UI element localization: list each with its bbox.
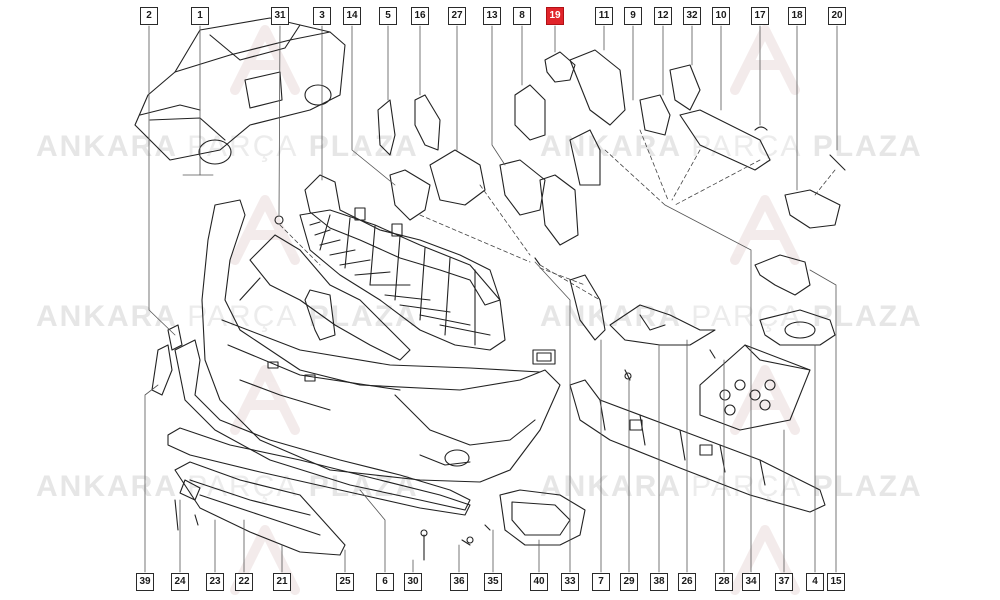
callout-part-38: 38	[650, 573, 668, 591]
grille-frame	[239, 234, 411, 361]
callout-part-20: 20	[828, 7, 846, 25]
callout-part-22: 22	[235, 573, 253, 591]
callout-part-11: 11	[595, 7, 613, 25]
callout-part-5: 5	[379, 7, 397, 25]
callout-part-35: 35	[484, 573, 502, 591]
callout-part-4: 4	[806, 573, 824, 591]
callout-part-13: 13	[483, 7, 501, 25]
callout-part-18: 18	[788, 7, 806, 25]
callout-part-36: 36	[450, 573, 468, 591]
side-bracket-15	[754, 254, 811, 296]
car-sketch	[134, 17, 346, 165]
callout-part-10: 10	[712, 7, 730, 25]
callout-part-39: 39	[136, 573, 154, 591]
lower-beam	[569, 379, 826, 513]
watermark-row-1: ANKARA PARÇA PLAZA	[36, 130, 419, 163]
fasteners	[420, 257, 716, 561]
callout-part-6: 6	[376, 573, 394, 591]
callout-part-3: 3	[313, 7, 331, 25]
assembly-lines	[279, 129, 836, 301]
side-bracket-33	[569, 274, 606, 341]
callout-part-14: 14	[343, 7, 361, 25]
callout-part-12: 12	[654, 7, 672, 25]
callout-part-23: 23	[206, 573, 224, 591]
callout-part-7: 7	[592, 573, 610, 591]
callout-part-37: 37	[775, 573, 793, 591]
callout-part-40: 40	[530, 573, 548, 591]
plate	[532, 349, 556, 365]
callout-part-30: 30	[404, 573, 422, 591]
lower-molding	[174, 339, 471, 511]
top-parts	[274, 49, 846, 246]
hardware-box	[699, 344, 811, 431]
callout-part-31: 31	[271, 7, 289, 25]
callout-part-33: 33	[561, 573, 579, 591]
callout-part-26: 26	[678, 573, 696, 591]
watermark-row-4: ANKARA PARÇA PLAZA	[540, 300, 923, 333]
lower-spoiler	[167, 427, 471, 556]
upper-bracket	[304, 174, 501, 306]
callout-part-34: 34	[742, 573, 760, 591]
callout-part-27: 27	[448, 7, 466, 25]
watermark-logo	[230, 25, 800, 595]
center-bracket	[609, 304, 716, 346]
watermark-row-2: ANKARA PARÇA PLAZA	[540, 130, 923, 163]
callout-part-24: 24	[171, 573, 189, 591]
callout-part-9: 9	[624, 7, 642, 25]
left-small-parts	[151, 324, 183, 396]
callout-part-32: 32	[683, 7, 701, 25]
callout-part-17: 17	[751, 7, 769, 25]
leader-lines-top	[148, 25, 838, 336]
callout-part-16: 16	[411, 7, 429, 25]
leader-lines-bottom	[144, 204, 837, 573]
fog-bezel	[499, 489, 586, 546]
bumper-cover	[201, 199, 561, 483]
callout-part-2: 2	[140, 7, 158, 25]
callout-part-21: 21	[273, 573, 291, 591]
fog-bezel-right	[759, 309, 836, 346]
callout-part-8: 8	[513, 7, 531, 25]
callout-part-15: 15	[827, 573, 845, 591]
grille-mesh	[299, 209, 506, 351]
callout-part-25: 25	[336, 573, 354, 591]
callout-part-1: 1	[191, 7, 209, 25]
callout-part-29: 29	[620, 573, 638, 591]
callout-part-28: 28	[715, 573, 733, 591]
callout-part-19: 19	[546, 7, 564, 25]
